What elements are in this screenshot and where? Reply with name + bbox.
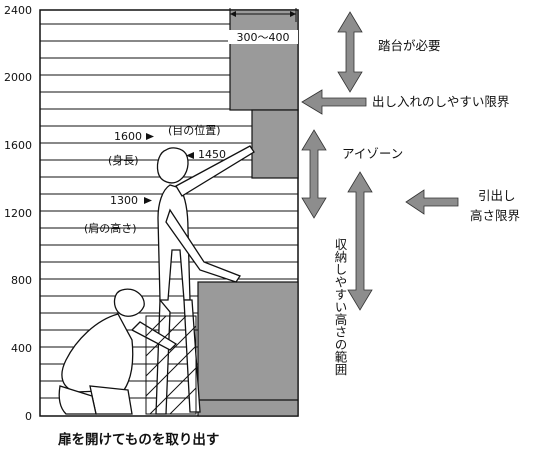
- tick-1200: 1200: [4, 207, 32, 220]
- upper-cabinet-eye: [251, 109, 299, 179]
- eye-zone-label: アイゾーン: [342, 146, 403, 161]
- step-required-arrow: [337, 11, 363, 93]
- step-required-label: 踏台が必要: [378, 38, 441, 53]
- y-axis-ticks: 2400 2000 1600 1200 800 400 0: [4, 4, 32, 423]
- tick-400: 400: [11, 342, 32, 355]
- open-cabinet-door: [145, 315, 197, 415]
- eye-zone-arrow: [301, 129, 327, 219]
- standing-person-figure: [155, 145, 255, 415]
- height-annotations: (目の位置) 1600 (身長) 1450 1300 (肩の高さ): [84, 123, 226, 235]
- tick-2000: 2000: [4, 71, 32, 84]
- tick-0: 0: [25, 410, 32, 423]
- height-1450-label: 1450: [198, 148, 226, 161]
- eye-level-label: (目の位置): [168, 123, 221, 137]
- cabinets: [197, 9, 299, 417]
- height-1300-label: 1300: [110, 194, 138, 207]
- pull-limit-label-line2: 高さ限界: [470, 208, 521, 223]
- reach-limit-arrow: [301, 89, 367, 115]
- range-arrows: [301, 11, 459, 311]
- storage-range-vertical-label: 収納しやすい高さの範囲: [333, 238, 348, 376]
- shoulder-height-label: (肩の高さ): [84, 221, 137, 235]
- diagram-caption: 扉を開けてものを取り出す: [58, 431, 219, 448]
- crouching-person-figure: [58, 288, 178, 415]
- storage-range-arrow: [347, 171, 373, 311]
- upper-cabinet-top: [229, 9, 299, 111]
- height-1600-label: 1600: [114, 130, 142, 143]
- height-1450-marker: [186, 152, 194, 159]
- base-cabinet: [197, 281, 299, 417]
- tick-2400: 2400: [4, 4, 32, 17]
- height-1600-marker: [146, 133, 154, 140]
- reach-limit-label: 出し入れのしやすい限界: [372, 94, 510, 109]
- stature-label: (身長): [108, 153, 139, 167]
- pull-limit-arrow: [405, 189, 459, 215]
- range-labels: 踏台が必要 出し入れのしやすい限界 アイゾーン 引出し 高さ限界 収納しやすい高…: [333, 38, 521, 376]
- tick-800: 800: [11, 274, 32, 287]
- tick-1600: 1600: [4, 139, 32, 152]
- height-1300-marker: [144, 197, 152, 204]
- pull-limit-label-line1: 引出し: [478, 188, 516, 203]
- depth-range-label: 300〜400: [237, 31, 290, 44]
- depth-dimension: 300〜400: [228, 8, 298, 44]
